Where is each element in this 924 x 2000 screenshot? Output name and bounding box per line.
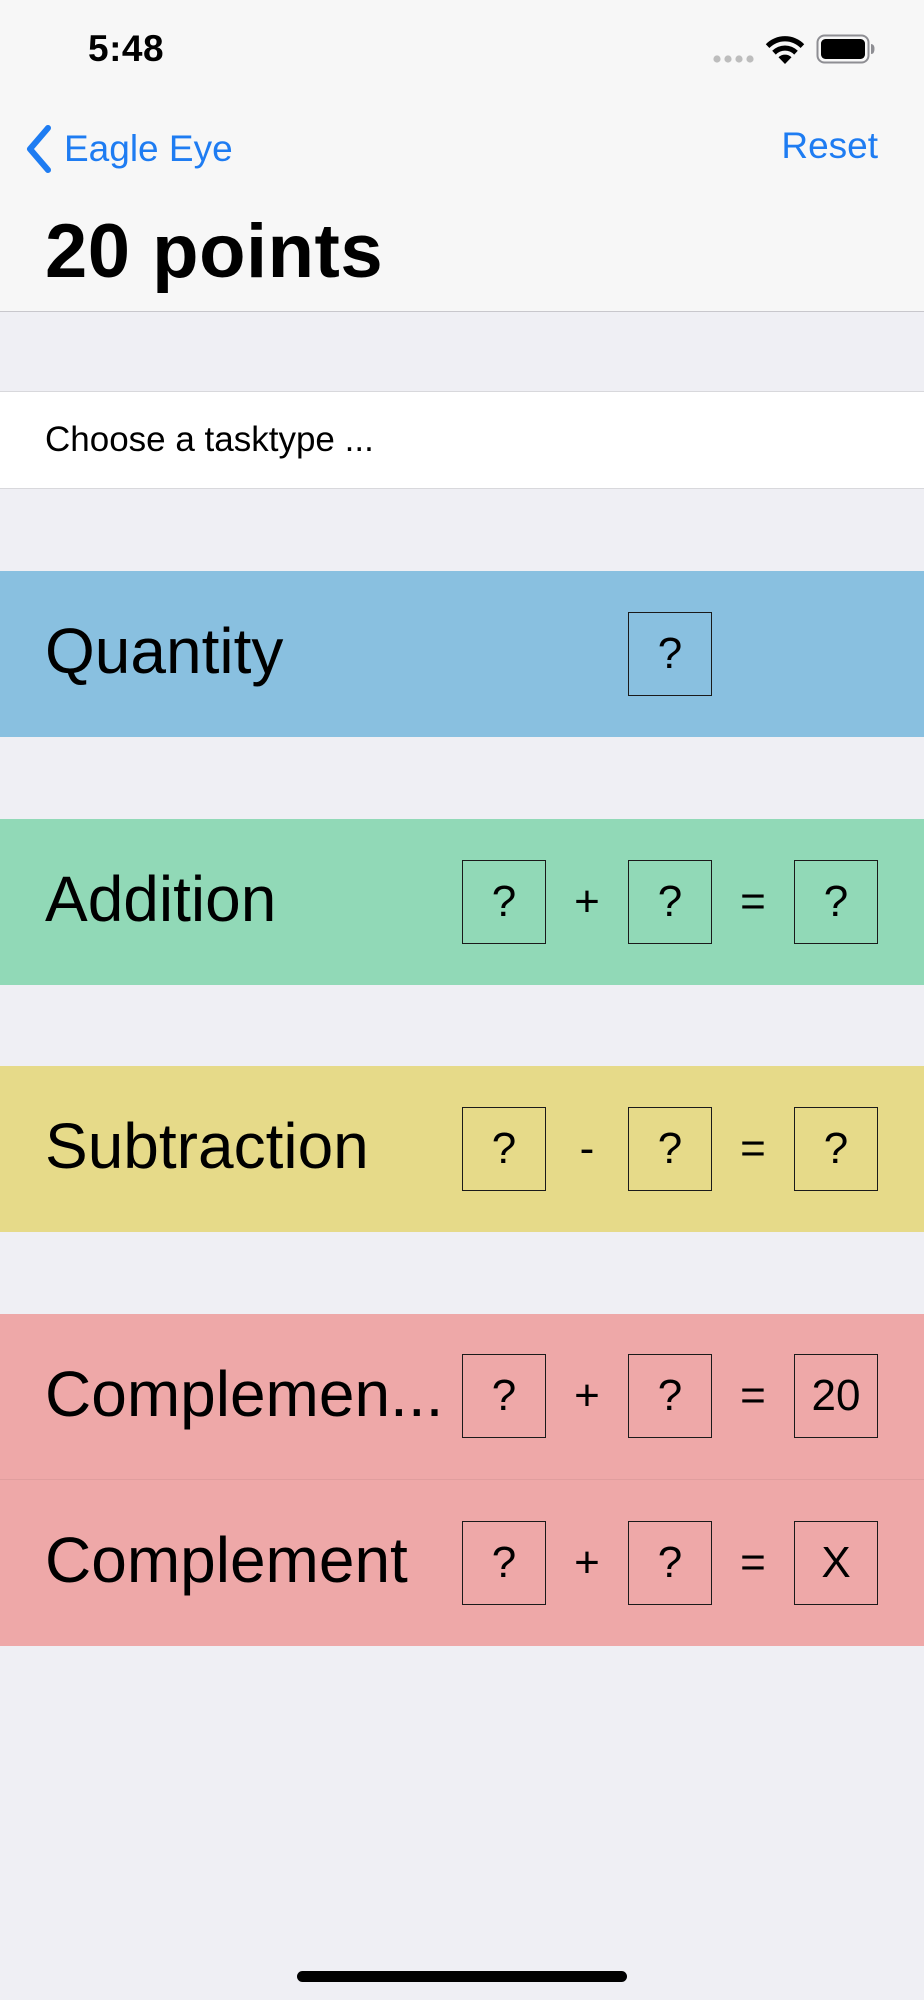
status-time: 5:48 xyxy=(88,28,165,69)
wifi-icon xyxy=(765,36,805,64)
task-label-quantity: Quantity xyxy=(45,615,284,687)
complement-20-operator: + xyxy=(574,1371,600,1420)
status-bar xyxy=(0,0,924,100)
reset-button[interactable]: Reset xyxy=(781,125,878,166)
addition-operand-b-box: ? xyxy=(628,860,712,944)
section-header-text: Choose a tasktype ... xyxy=(45,420,374,459)
subtraction-result-box: ? xyxy=(794,1107,878,1191)
addition-operator: + xyxy=(574,877,600,926)
task-label-complement-20: Complemen... xyxy=(45,1358,440,1430)
task-row-quantity[interactable] xyxy=(0,571,924,737)
complement-20-equals: = xyxy=(740,1371,766,1420)
complement-x-operator: + xyxy=(574,1538,600,1587)
subtraction-equals: = xyxy=(740,1124,766,1173)
battery-icon xyxy=(816,34,875,64)
back-button-label: Eagle Eye xyxy=(64,128,233,169)
chevron-left-icon xyxy=(27,125,51,173)
section-header-cell xyxy=(0,391,924,489)
task-label-addition: Addition xyxy=(45,863,277,935)
task-label-subtraction: Subtraction xyxy=(45,1110,369,1182)
home-indicator[interactable] xyxy=(297,1971,627,1982)
complement-20-operand-a-box: ? xyxy=(462,1354,546,1438)
complement-20-result-box: 20 xyxy=(794,1354,878,1438)
addition-result-box: ? xyxy=(794,860,878,944)
row-separator xyxy=(0,1479,924,1480)
task-label-complement-x: Complement xyxy=(45,1524,408,1596)
navigation-bar xyxy=(0,100,924,312)
complement-x-equals: = xyxy=(740,1538,766,1587)
subtraction-operand-a-box: ? xyxy=(462,1107,546,1191)
cellular-signal-icon xyxy=(713,55,754,63)
quantity-box: ? xyxy=(628,612,712,696)
page-title: 20 points xyxy=(45,209,384,294)
complement-x-operand-b-box: ? xyxy=(628,1521,712,1605)
addition-equals: = xyxy=(740,877,766,926)
complement-20-operand-b-box: ? xyxy=(628,1354,712,1438)
complement-x-operand-a-box: ? xyxy=(462,1521,546,1605)
subtraction-operator: - xyxy=(579,1124,595,1173)
addition-operand-a-box: ? xyxy=(462,860,546,944)
back-button[interactable]: Eagle Eye xyxy=(24,122,233,176)
complement-x-result-box: X xyxy=(794,1521,878,1605)
subtraction-operand-b-box: ? xyxy=(628,1107,712,1191)
